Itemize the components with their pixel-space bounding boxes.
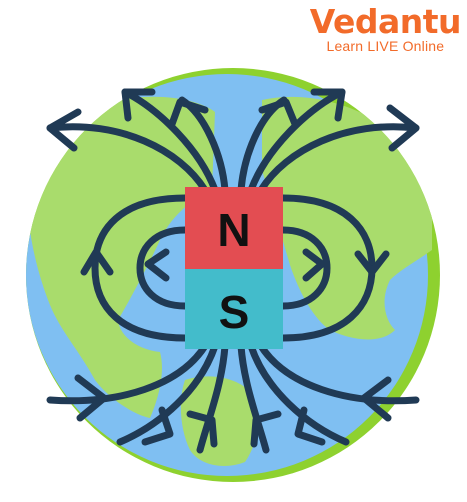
field-line-bottom-right-outer <box>257 342 420 405</box>
field-loop-left-outer <box>91 194 189 342</box>
field-arrow-icon <box>360 376 392 422</box>
field-line-top-right-inner <box>247 88 346 194</box>
field-line-bottom-left-inner <box>116 342 219 446</box>
field-arrow-icon <box>354 250 390 276</box>
field-arrow-icon <box>250 410 282 448</box>
field-line-top-left-outer <box>46 123 209 194</box>
field-arrow-icon <box>310 88 346 122</box>
magnetic-field-lines <box>46 88 420 454</box>
field-arrow-icon <box>386 104 420 152</box>
magnet-south-pole <box>185 269 283 349</box>
field-arrow-icon <box>302 248 326 282</box>
north-pole-label: N <box>217 204 250 256</box>
field-arrow-icon <box>144 248 170 282</box>
vedantu-logo: Vedantu Learn LIVE Online <box>309 2 462 55</box>
field-line-bottom-right-inner <box>247 342 350 446</box>
field-arrow-icon <box>46 108 82 152</box>
field-line-top-right-outer <box>257 123 420 194</box>
bar-magnet-icon: N S <box>185 187 283 349</box>
field-arrow-icon <box>294 406 326 446</box>
field-line-bottom-left-outer <box>46 342 209 405</box>
earth-globe-icon <box>26 68 440 482</box>
field-line-top-left-inner <box>121 88 219 194</box>
logo-brand: Vedantu <box>309 2 462 41</box>
field-loop-right-inner <box>279 226 331 310</box>
field-arrow-icon <box>74 374 108 422</box>
field-line-bottom-right-center <box>237 342 270 454</box>
field-line-bottom-left-center <box>196 342 229 454</box>
continent-left <box>28 96 215 418</box>
field-loop-left-inner <box>136 226 189 310</box>
field-arrow-icon <box>80 248 114 276</box>
field-arrow-icon <box>258 98 299 128</box>
logo-tagline: Learn LIVE Online <box>326 38 445 54</box>
field-arrow-icon <box>186 410 218 448</box>
field-arrows <box>46 88 420 448</box>
field-arrow-icon <box>168 98 209 128</box>
magnet-north-pole <box>185 187 283 269</box>
field-arrow-icon <box>121 88 156 122</box>
field-arrow-icon <box>141 406 174 446</box>
south-pole-label: S <box>219 286 250 338</box>
